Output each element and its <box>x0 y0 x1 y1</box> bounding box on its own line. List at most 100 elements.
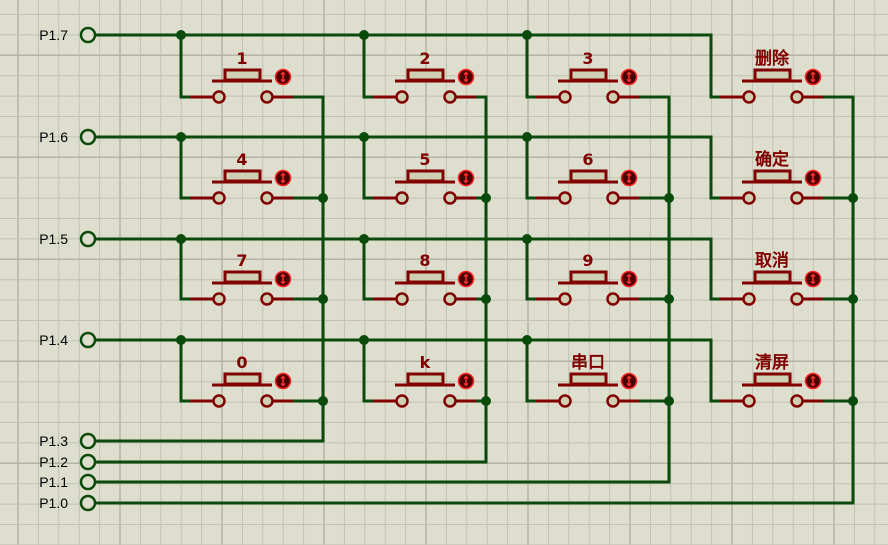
junction-dot <box>359 30 369 40</box>
row-drop-wire <box>179 33 192 99</box>
port-label: P1.7 <box>39 27 68 43</box>
io-port-terminal[interactable]: P1.1 <box>39 473 97 491</box>
row-drop-wire <box>362 338 375 403</box>
io-port-terminal[interactable]: P1.2 <box>39 453 97 471</box>
terminal-circle-icon <box>79 473 97 491</box>
junction-dot <box>176 335 186 345</box>
up-down-arrow-icon[interactable] <box>804 372 822 390</box>
push-button[interactable]: 3 <box>536 49 639 104</box>
io-port-terminal[interactable]: P1.5 <box>39 230 97 248</box>
push-button[interactable]: 删除 <box>720 48 823 104</box>
button-pin <box>606 394 620 408</box>
io-port-terminal[interactable]: P1.4 <box>39 331 97 349</box>
button-plunger <box>406 68 445 82</box>
junction-dot <box>359 335 369 345</box>
io-port-terminal[interactable]: P1.3 <box>39 432 97 450</box>
button-label: 0 <box>236 353 247 372</box>
button-label: 3 <box>582 49 593 68</box>
push-button[interactable]: 0 <box>190 353 293 408</box>
column-wire <box>94 95 488 464</box>
port-label: P1.5 <box>39 231 68 247</box>
push-button[interactable]: k <box>373 353 476 408</box>
column-wire <box>94 95 855 505</box>
port-label: P1.1 <box>39 474 68 490</box>
button-pin <box>212 394 226 408</box>
push-button[interactable]: 串口 <box>536 352 639 408</box>
push-button[interactable]: 清屏 <box>720 352 823 408</box>
push-button[interactable]: 5 <box>373 150 476 205</box>
up-down-arrow-icon[interactable] <box>620 372 638 390</box>
junction-dot <box>481 294 491 304</box>
button-pin <box>558 292 572 306</box>
terminal-circle-icon <box>79 453 97 471</box>
button-plunger <box>223 372 262 386</box>
junction-dot <box>318 193 328 203</box>
button-label: 5 <box>419 150 430 169</box>
up-down-arrow-icon[interactable] <box>457 372 475 390</box>
push-button[interactable]: 确定 <box>720 149 823 205</box>
up-down-arrow-icon[interactable] <box>620 68 638 86</box>
arrow-glyph <box>626 375 632 387</box>
up-down-arrow-icon[interactable] <box>274 372 292 390</box>
terminal-circle-icon <box>79 331 97 349</box>
button-pin <box>395 90 409 104</box>
arrow-glyph <box>280 375 286 387</box>
io-port-terminal[interactable]: P1.0 <box>39 494 97 512</box>
button-label: 串口 <box>571 352 605 373</box>
push-button[interactable]: 2 <box>373 49 476 104</box>
button-pin <box>558 191 572 205</box>
button-pin <box>558 90 572 104</box>
push-button[interactable]: 9 <box>536 251 639 306</box>
button-plunger <box>406 372 445 386</box>
io-port-terminal[interactable]: P1.7 <box>39 26 97 44</box>
push-button[interactable]: 6 <box>536 150 639 205</box>
junction-dot <box>359 234 369 244</box>
button-plunger <box>753 270 792 284</box>
up-down-arrow-icon[interactable] <box>620 169 638 187</box>
button-plunger <box>406 270 445 284</box>
up-down-arrow-icon[interactable] <box>274 68 292 86</box>
up-down-arrow-icon[interactable] <box>804 270 822 288</box>
terminal-circle-icon <box>79 128 97 146</box>
button-plunger <box>569 270 608 284</box>
port-label: P1.0 <box>39 495 68 511</box>
push-button[interactable]: 1 <box>190 49 293 104</box>
push-button[interactable]: 4 <box>190 150 293 205</box>
push-button[interactable]: 8 <box>373 251 476 306</box>
junction-dot <box>359 132 369 142</box>
button-plunger <box>753 68 792 82</box>
arrow-glyph <box>810 375 816 387</box>
up-down-arrow-icon[interactable] <box>804 169 822 187</box>
row-drop-wire <box>362 135 375 200</box>
up-down-arrow-icon[interactable] <box>274 169 292 187</box>
row-drop-wire <box>362 237 375 301</box>
junction-dot <box>318 396 328 406</box>
up-down-arrow-icon[interactable] <box>457 169 475 187</box>
push-button[interactable]: 取消 <box>720 250 823 306</box>
up-down-arrow-icon[interactable] <box>457 270 475 288</box>
up-down-arrow-icon[interactable] <box>274 270 292 288</box>
junction-dot <box>522 234 532 244</box>
arrow-glyph <box>280 273 286 285</box>
port-label: P1.2 <box>39 454 68 470</box>
button-label: k <box>420 353 431 372</box>
up-down-arrow-icon[interactable] <box>620 270 638 288</box>
column-wire <box>94 95 325 443</box>
button-label: 7 <box>236 251 247 270</box>
row-drop-wire <box>709 33 722 99</box>
junction-dot <box>664 193 674 203</box>
arrow-glyph <box>810 172 816 184</box>
io-port-terminal[interactable]: P1.6 <box>39 128 97 146</box>
button-pin <box>606 292 620 306</box>
push-button[interactable]: 7 <box>190 251 293 306</box>
button-plunger <box>569 68 608 82</box>
arrow-glyph <box>626 71 632 83</box>
up-down-arrow-icon[interactable] <box>457 68 475 86</box>
up-down-arrow-icon[interactable] <box>804 68 822 86</box>
arrow-glyph <box>626 273 632 285</box>
button-pin <box>443 191 457 205</box>
button-plunger <box>753 169 792 183</box>
terminal-circle-icon <box>79 432 97 450</box>
arrow-glyph <box>810 71 816 83</box>
arrow-glyph <box>463 273 469 285</box>
